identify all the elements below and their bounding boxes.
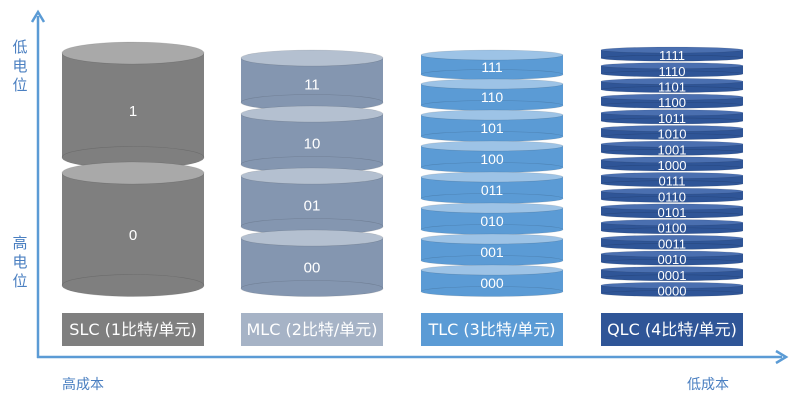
level-bits: 000 [480,275,504,291]
voltage-level: 100 [420,140,564,173]
level-bits: 00 [304,260,321,277]
level-bits: 0100 [658,221,687,236]
level-bits: 0110 [658,189,686,204]
voltage-level: 0001 [600,266,744,283]
y-axis-top-label: 低电位 [12,38,28,94]
level-bits: 01 [304,198,321,215]
level-bits: 010 [480,213,504,229]
level-bits: 0000 [658,283,687,298]
voltage-level: 111 [420,49,564,80]
voltage-level: 0101 [600,203,744,220]
level-bits: 11 [304,77,320,94]
voltage-level: 1001 [600,140,744,157]
slc-caption: SLC (1比特/单元) [62,313,204,346]
level-bits: 110 [481,89,504,105]
tlc-cell: 111 110 101 100 011 010 001 000 [420,49,564,297]
level-bits: 1101 [658,80,686,95]
level-bits: 10 [304,136,321,153]
level-bits: 111 [481,59,502,75]
level-bits: 0 [129,227,137,244]
qlc-cell: 1111111011011100101110101001100001110110… [600,46,744,298]
voltage-level: 0000 [600,282,744,298]
level-bits: 100 [480,151,504,167]
voltage-level: 110 [420,78,564,111]
level-bits: 0001 [658,268,687,283]
level-bits: 1010 [658,127,687,142]
slc-cell: 10 [61,41,205,297]
level-bits: 101 [480,120,504,136]
level-bits: 1011 [658,111,686,126]
tlc-caption: TLC (3比特/单元) [421,313,563,346]
x-axis-arrow-icon [775,349,789,365]
voltage-level: 0111 [600,172,744,189]
voltage-level: 1110 [600,62,744,79]
voltage-level: 1 [61,41,205,169]
axes [30,9,789,365]
voltage-level: 101 [420,109,564,142]
voltage-level: 11 [240,49,384,111]
x-axis-left-label: 高成本 [62,377,104,393]
voltage-level: 1100 [600,93,744,110]
level-bits: 1 [129,103,137,120]
voltage-level: 0 [61,161,205,297]
voltage-level: 011 [420,171,564,204]
voltage-level: 1101 [600,78,744,95]
voltage-level: 001 [420,233,564,266]
mlc-cell: 11 10 01 00 [240,49,384,297]
level-bits: 0011 [658,236,686,251]
level-bits: 011 [481,182,504,198]
level-bits: 1000 [658,158,687,173]
qlc-caption: QLC (4比特/单元) [601,313,743,346]
voltage-level: 1000 [600,156,744,173]
voltage-level: 01 [240,167,384,235]
voltage-level: 1011 [600,109,744,126]
voltage-level: 10 [240,105,384,173]
level-bits: 001 [480,244,504,260]
voltage-level: 0110 [600,187,744,204]
voltage-level: 0100 [600,219,744,236]
y-axis-bottom-label: 高电位 [12,234,28,290]
voltage-level: 000 [420,264,564,297]
level-bits: 0111 [659,174,686,189]
level-bits: 0101 [658,205,687,220]
voltage-level: 1010 [600,125,744,142]
level-bits: 1110 [659,64,686,79]
mlc-caption: MLC (2比特/单元) [241,313,383,346]
voltage-level: 1111 [600,46,744,63]
x-axis-right-label: 低成本 [687,377,729,393]
voltage-level: 00 [240,229,384,297]
level-bits: 1100 [658,95,686,110]
voltage-level: 0011 [600,234,744,251]
voltage-level: 010 [420,202,564,235]
y-axis-arrow-icon [30,9,46,23]
level-bits: 0010 [658,252,687,267]
level-bits: 1111 [659,48,685,63]
voltage-level: 0010 [600,250,744,267]
level-bits: 1001 [658,142,687,157]
